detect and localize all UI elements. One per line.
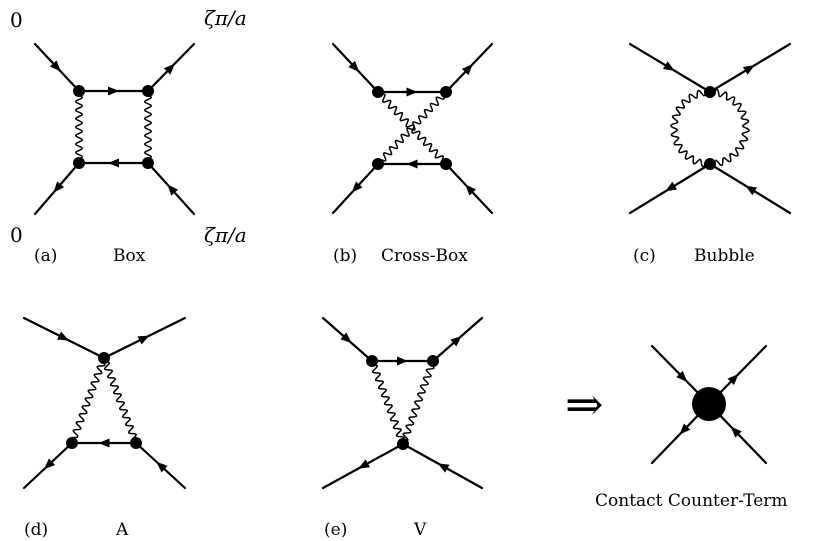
photon-line bbox=[368, 360, 405, 446]
counter-term-blob bbox=[692, 387, 726, 421]
fermion-arrow bbox=[665, 181, 678, 192]
caption-name-box: Box bbox=[113, 246, 146, 266]
caption-letter-d: (d) bbox=[24, 520, 49, 540]
fermion-arrow bbox=[108, 86, 119, 96]
corner-label-bottom-right: ζπ/a bbox=[204, 223, 247, 247]
diagram-a bbox=[22, 316, 187, 490]
vertex bbox=[142, 157, 154, 169]
vertex bbox=[142, 85, 154, 97]
photon-line bbox=[69, 357, 106, 445]
photon-line bbox=[399, 360, 435, 444]
caption-letter-e: (e) bbox=[324, 520, 348, 540]
vertex bbox=[397, 438, 409, 450]
photon-line bbox=[100, 357, 139, 443]
fermion-arrow bbox=[163, 63, 175, 75]
fermion-arrow bbox=[43, 458, 56, 470]
fermion-arrow bbox=[397, 356, 408, 366]
fermion-arrow bbox=[358, 459, 370, 469]
fermion-arrow bbox=[745, 185, 758, 196]
photon-loop bbox=[670, 88, 750, 168]
photon-line bbox=[75, 90, 83, 164]
vertex bbox=[73, 85, 85, 97]
fermion-arrow bbox=[730, 426, 742, 438]
vertex bbox=[440, 158, 452, 170]
fermion-arrow bbox=[137, 335, 150, 345]
fermion-arrow bbox=[49, 60, 61, 72]
vertex bbox=[440, 86, 452, 98]
diagram-bubble bbox=[628, 42, 792, 215]
photon-line bbox=[144, 90, 152, 164]
fermion-arrow bbox=[57, 331, 69, 341]
fermion-arrow bbox=[351, 181, 363, 193]
fermion-arrow bbox=[437, 463, 450, 473]
fermion-arrow bbox=[348, 60, 360, 73]
diagram-v bbox=[321, 316, 484, 490]
fermion-arrow bbox=[98, 438, 110, 448]
caption-letter-b: (b) bbox=[333, 246, 358, 266]
corner-label-top-right: ζπ/a bbox=[204, 6, 247, 30]
diagram-cross-box bbox=[331, 42, 494, 215]
fermion-arrow bbox=[53, 181, 64, 193]
vertex bbox=[372, 86, 384, 98]
fermion-arrow bbox=[679, 423, 691, 435]
corner-label-bottom-left: 0 bbox=[10, 223, 23, 247]
caption-name-v: V bbox=[414, 520, 427, 540]
vertex bbox=[366, 355, 378, 367]
fermion-arrow bbox=[676, 370, 688, 382]
fermion-arrow bbox=[461, 64, 473, 76]
caption-letter-c: (c) bbox=[633, 246, 656, 266]
fermion-arrow bbox=[465, 184, 477, 196]
vertex bbox=[98, 352, 110, 364]
fermion-arrow bbox=[406, 87, 418, 97]
corner-label-top-left: 0 bbox=[10, 8, 23, 32]
vertex bbox=[704, 86, 716, 98]
diagram-contact-counter-term bbox=[650, 344, 768, 465]
caption-contact-counter-term: Contact Counter-Term bbox=[595, 491, 788, 511]
fermion-arrow bbox=[108, 158, 119, 168]
caption-name-cross-box: Cross-Box bbox=[381, 246, 468, 266]
fermion-arrow bbox=[742, 65, 755, 75]
vertex bbox=[73, 157, 85, 169]
caption-name-bubble: Bubble bbox=[694, 246, 755, 266]
vertex bbox=[130, 437, 142, 449]
vertex bbox=[66, 437, 78, 449]
fermion-arrow bbox=[167, 184, 179, 196]
fermion-arrow bbox=[406, 159, 418, 169]
fermion-arrow bbox=[662, 61, 675, 71]
implies-arrow: ⇒ bbox=[565, 377, 604, 431]
vertex bbox=[704, 158, 716, 170]
caption-letter-a: (a) bbox=[34, 246, 58, 266]
fermion-arrow bbox=[450, 335, 462, 347]
fermion-arrow bbox=[727, 373, 739, 385]
photon-line bbox=[377, 90, 447, 166]
fermion-arrow bbox=[340, 332, 352, 344]
diagram-box bbox=[33, 42, 196, 216]
fermion-arrow bbox=[156, 461, 168, 473]
vertex bbox=[427, 355, 439, 367]
caption-name-a: A bbox=[116, 520, 129, 540]
vertex bbox=[372, 158, 384, 170]
